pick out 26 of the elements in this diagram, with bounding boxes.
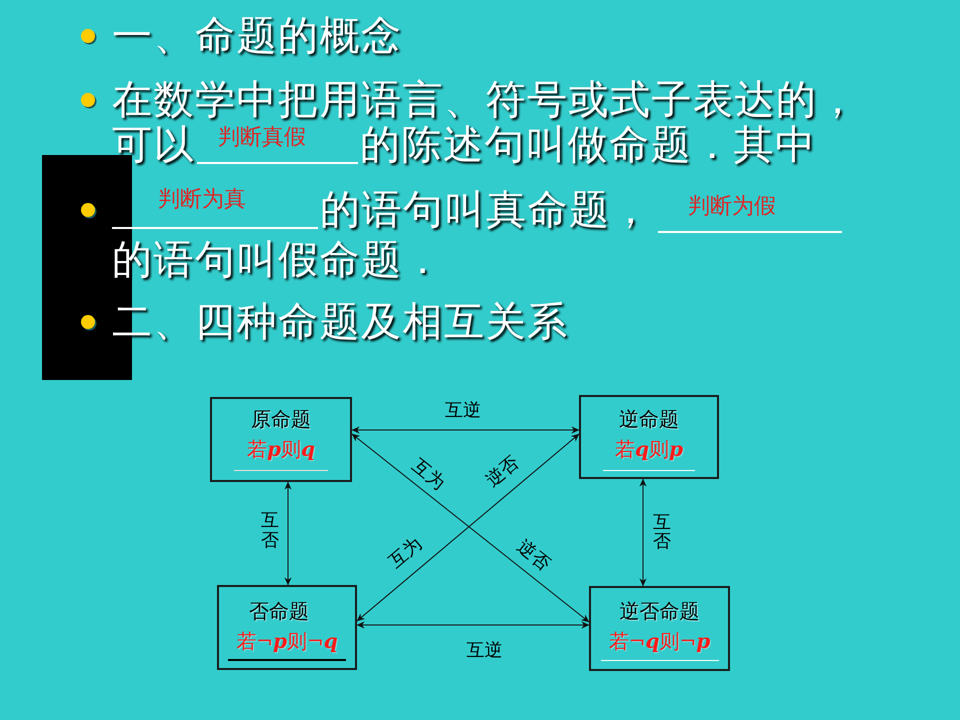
- body-text: 在数学中把用语言、符号或式子表达的，: [112, 80, 859, 120]
- double-arrow: [284, 482, 292, 586]
- body-text: 的语句叫真命题，: [320, 190, 652, 230]
- double-arrow: [639, 478, 647, 586]
- proposition-box: [579, 395, 719, 479]
- proposition-box: [210, 397, 352, 482]
- edge-label: 互否: [653, 512, 671, 552]
- box-title: 逆否命题: [620, 599, 700, 623]
- edge-label: 互否: [261, 512, 279, 552]
- fill-in-line: 若¬p则¬q: [228, 629, 346, 661]
- fill-in-line: 判断真假: [197, 127, 358, 164]
- box-title: 逆命题: [619, 407, 679, 431]
- box-title: 原命题: [251, 407, 311, 431]
- proposition-box: [217, 585, 357, 670]
- fill-in-line: 若¬q则¬p: [600, 629, 718, 661]
- fill-in-line: 判断为假: [658, 196, 842, 233]
- body-text: 的陈述句叫做命题．其中: [360, 125, 816, 165]
- bullet-heading: 一、命题的概念: [112, 16, 402, 56]
- proposition-box: [589, 586, 730, 671]
- double-arrow: [352, 426, 580, 434]
- fill-in-line: 若p则q: [234, 437, 328, 471]
- box-title: 否命题: [249, 599, 309, 623]
- fill-in-line: 判断为真: [112, 189, 318, 229]
- double-arrow: [356, 621, 590, 629]
- fill-in-line: 若q则p: [603, 437, 695, 471]
- body-text: 可以: [112, 125, 195, 165]
